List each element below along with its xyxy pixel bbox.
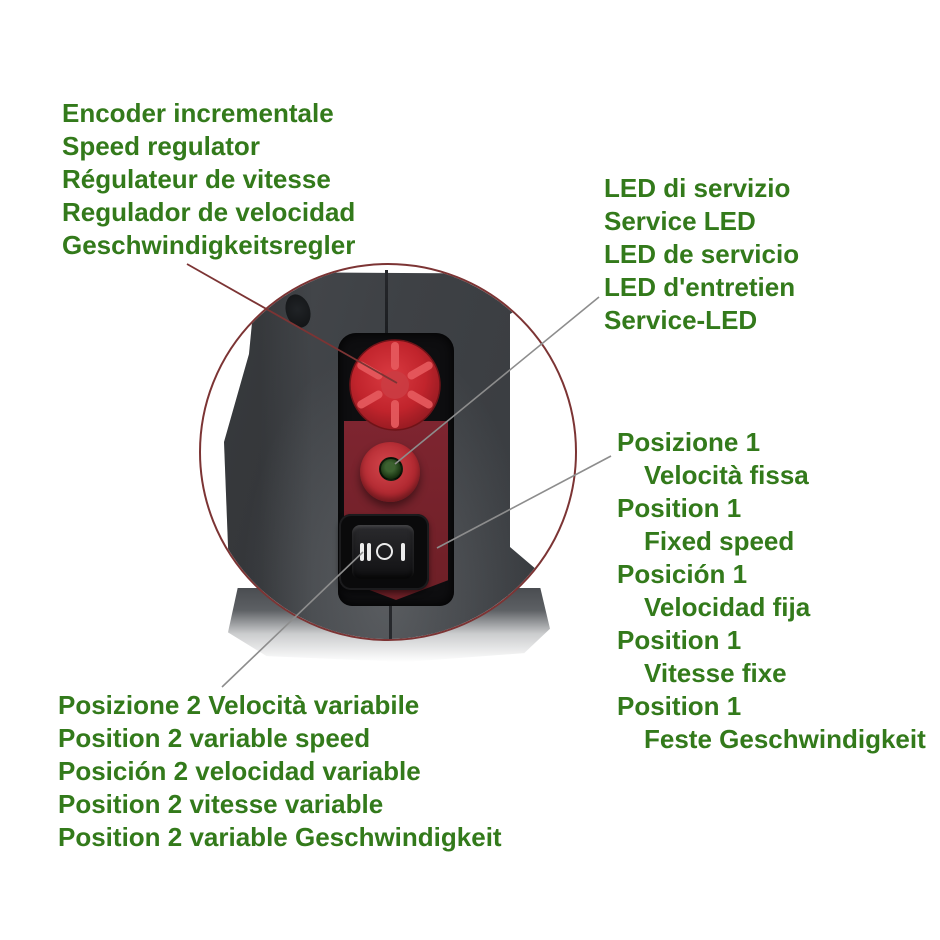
label-line: Velocidad fija [644, 592, 811, 622]
label-line: Velocità fissa [644, 460, 809, 490]
speed-regulator-knob [349, 339, 441, 431]
label-line: Position 1 [617, 493, 742, 523]
label-line: Vitesse fixe [644, 658, 787, 688]
switch-mark-II-icon [367, 543, 371, 561]
label-line: Service-LED [604, 305, 758, 335]
magnifier-circle [199, 263, 577, 641]
switch-rocker [352, 525, 414, 579]
label-line: Encoder incrementale [62, 98, 334, 128]
housing-seam-top [385, 270, 388, 336]
label-block-speed-regulator: Encoder incrementale Speed regulator Rég… [62, 97, 355, 262]
label-line: LED de servicio [604, 239, 800, 269]
label-line: Position 2 variable speed [58, 723, 371, 753]
label-block-position-1: Posizione 1 Velocità fissa Position 1 Fi… [617, 426, 926, 756]
label-line: Position 1 [617, 625, 742, 655]
label-block-service-led: LED di servizio Service LED LED de servi… [604, 172, 799, 337]
label-block-position-2: Posizione 2 Velocità variabile Position … [58, 689, 502, 854]
service-led [379, 457, 403, 481]
label-line: Fixed speed [644, 526, 795, 556]
label-line: Posición 2 velocidad variable [58, 756, 421, 786]
label-line: Régulateur de vitesse [62, 164, 331, 194]
label-line: Posizione 1 [617, 427, 761, 457]
label-line: Position 1 [617, 691, 742, 721]
switch-mark-O-icon [376, 543, 393, 560]
label-line: LED di servizio [604, 173, 791, 203]
label-line: Regulador de velocidad [62, 197, 356, 227]
knob-hub [381, 371, 409, 399]
label-line: Position 2 variable Geschwindigkeit [58, 822, 502, 852]
label-line: Position 2 vitesse variable [58, 789, 384, 819]
label-line: Posición 1 [617, 559, 748, 589]
label-line: LED d'entretien [604, 272, 796, 302]
label-line: Geschwindigkeitsregler [62, 230, 356, 260]
switch-mark-II-icon [360, 543, 364, 561]
position-switch [339, 514, 429, 590]
label-line: Feste Geschwindigkeit [644, 724, 926, 754]
label-line: Speed regulator [62, 131, 260, 161]
housing-seam-bottom [389, 605, 392, 639]
led-boss [360, 442, 420, 502]
switch-mark-I-icon [401, 543, 405, 561]
label-line: Posizione 2 Velocità variabile [58, 690, 420, 720]
label-line: Service LED [604, 206, 756, 236]
